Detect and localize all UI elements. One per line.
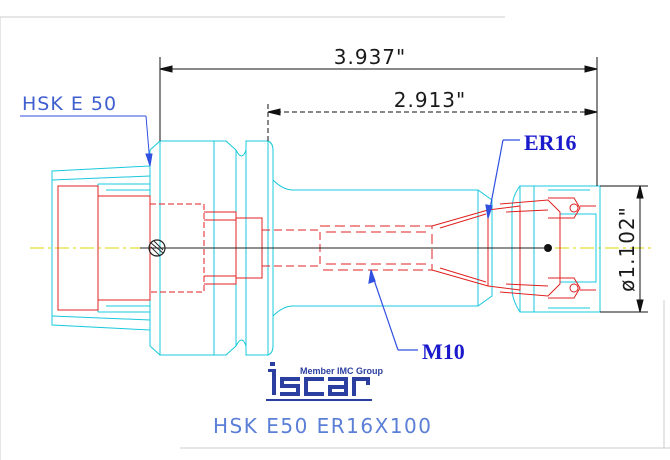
dimension-lines xyxy=(159,57,648,313)
paper-edges xyxy=(0,16,670,460)
drawing-title: HSK E50 ER16X100 xyxy=(213,414,433,438)
hsk-label: HSK E 50 xyxy=(22,93,117,115)
logo-tagline: Member IMC Group xyxy=(300,366,384,376)
m10-callout: M10 xyxy=(422,339,465,364)
er16-callout: ER16 xyxy=(524,130,577,155)
er16-leader xyxy=(485,139,520,219)
m10-leader xyxy=(368,269,418,351)
gauge-length-dim: 2.913" xyxy=(394,88,466,112)
logo-wordmark-graphic xyxy=(266,362,372,401)
overall-length-dim: 3.937" xyxy=(334,45,406,69)
hsk-leader xyxy=(20,115,153,167)
diameter-dim: ø1.102" xyxy=(615,206,639,292)
iscar-logo: Member IMC Group xyxy=(266,362,384,401)
